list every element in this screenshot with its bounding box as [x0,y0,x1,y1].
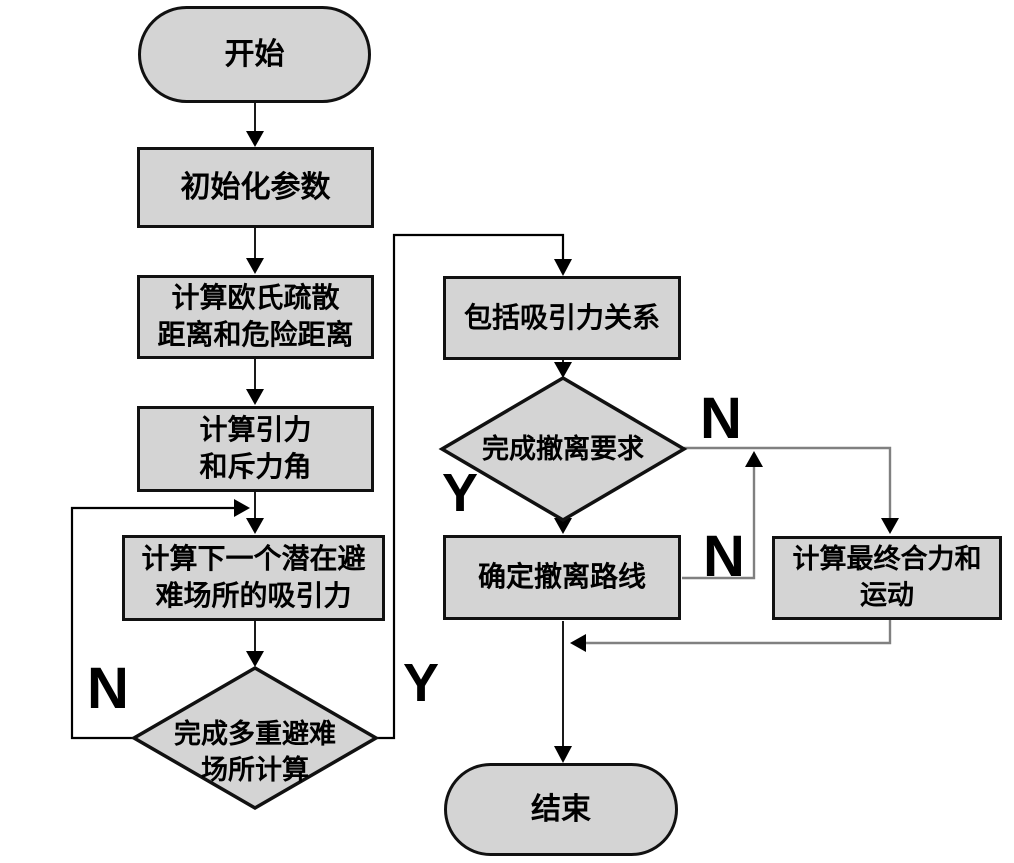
node-calc-distance: 计算欧氏疏散 距离和危险距离 [137,275,374,359]
arrow-route-to-end [554,746,572,763]
arrow-loop-reentry [234,499,250,517]
node-calc-final-force-label: 计算最终合力和 运动 [792,544,982,610]
node-start-label: 开始 [224,37,285,71]
arrow-init-to-distance [246,258,264,274]
arrow-distance-to-forces [246,389,264,405]
arrow-decision2-yes-to-route [554,518,572,534]
decision-multi-shelter-label: 完成多重避难 场所计算 [135,675,375,819]
edge-decision2-no [684,446,892,531]
arrow-forces-to-next [246,518,264,534]
node-init-params-label: 初始化参数 [180,170,331,204]
arrow-return-up [745,451,763,467]
arrow-yes-to-include [554,259,572,276]
node-calc-forces-label: 计算引力 和斥力角 [199,414,312,482]
decision-evacuation-shape [438,375,688,523]
decision-evacuation-label: 完成撤离要求 [443,379,683,519]
node-end: 结束 [444,763,678,856]
edges-main-flow [70,103,572,763]
edge-label-multi-shelter-yes: Y [403,653,440,713]
edge-label-route-no: N [703,524,745,589]
node-init-params: 初始化参数 [137,147,374,228]
arrow-no-to-final-force [881,518,899,534]
node-include-attraction: 包括吸引力关系 [443,276,681,360]
arrow-include-to-decision2 [554,362,572,378]
node-calc-final-force: 计算最终合力和 运动 [772,536,1002,620]
edge-label-multi-shelter-no: N [87,656,129,721]
node-determine-route: 确定撤离路线 [443,535,681,620]
node-calc-next-shelter-label: 计算下一个潜在避 难场所的吸引力 [141,543,366,611]
edge-decision1-no-loop [70,506,246,740]
edges-return-flow [570,446,899,652]
arrow-merge-left [570,634,586,652]
arrow-start-to-init [246,131,264,147]
node-include-attraction-label: 包括吸引力关系 [463,301,660,333]
node-calc-forces: 计算引力 和斥力角 [137,406,374,492]
edge-decision1-yes [377,233,565,740]
arrow-next-to-decision1 [246,651,264,667]
edge-route-no-return [682,467,756,580]
edge-label-evacuation-yes: Y [442,463,479,523]
edge-final-force-merge [575,620,892,645]
node-end-label: 结束 [531,792,591,826]
edge-label-evacuation-no: N [700,386,742,451]
decision-multi-shelter-text: 完成多重避难 场所计算 [174,718,336,785]
node-calc-distance-label: 计算欧氏疏散 距离和危险距离 [157,282,354,350]
node-determine-route-label: 确定撤离路线 [477,561,646,593]
node-start: 开始 [138,6,371,103]
decision-multi-shelter-shape [130,665,380,811]
node-calc-next-shelter: 计算下一个潜在避 难场所的吸引力 [122,535,385,621]
decision-evacuation-text: 完成撤离要求 [482,433,644,464]
